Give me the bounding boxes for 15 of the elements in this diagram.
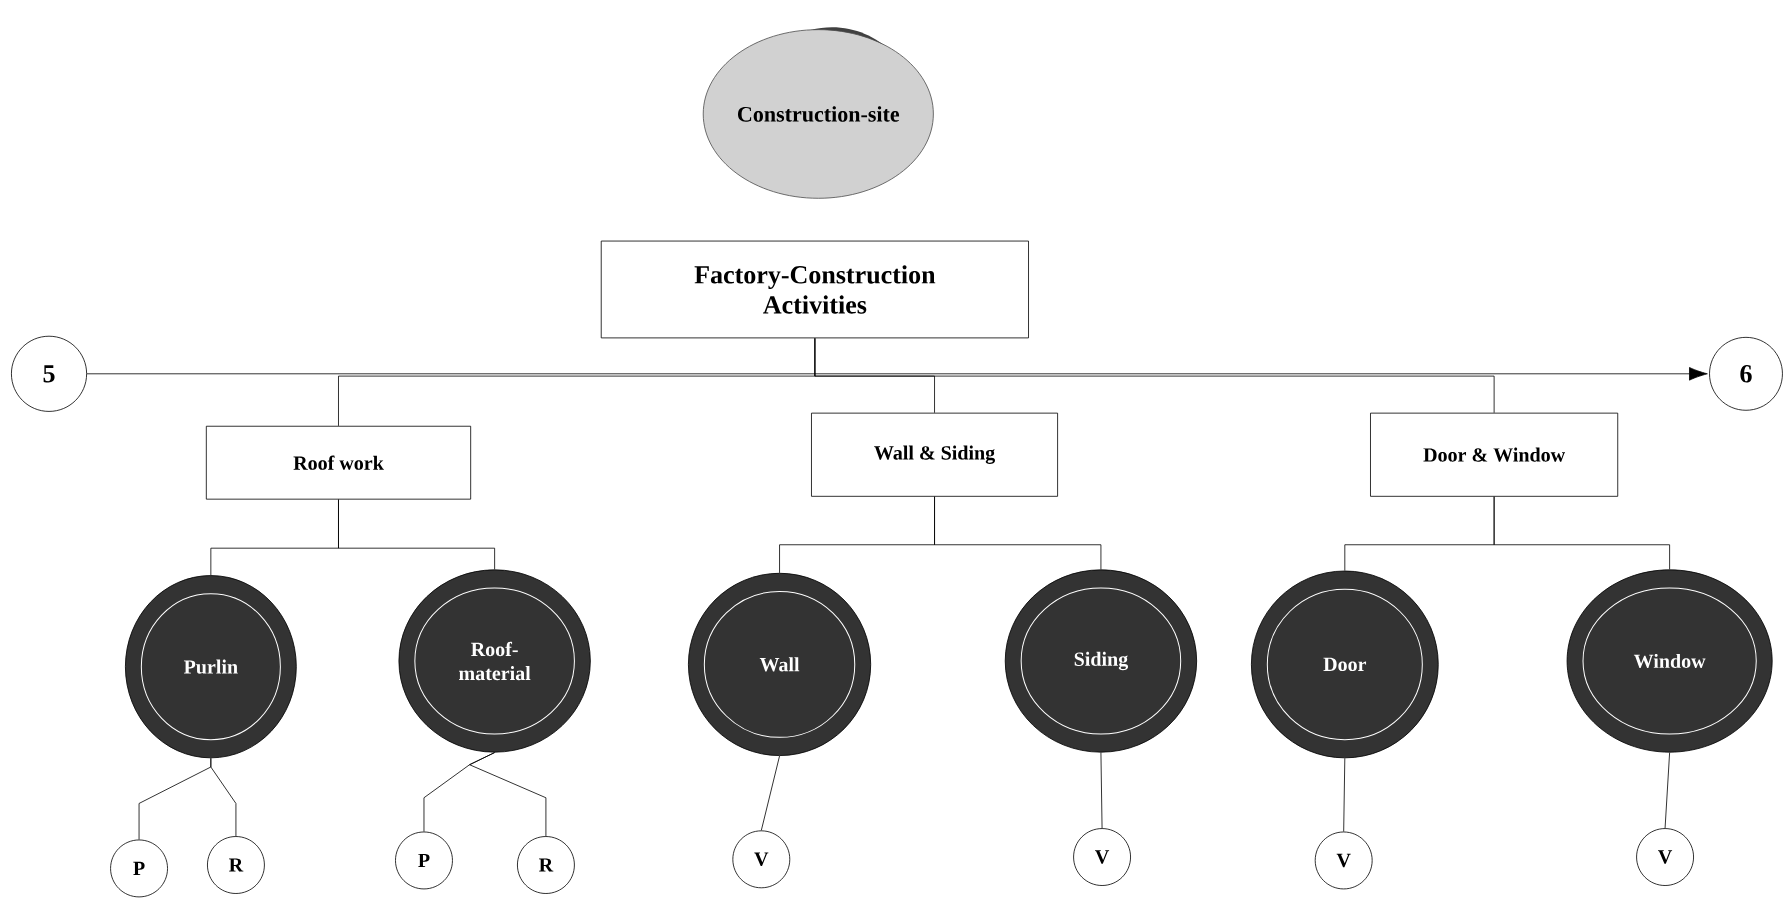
connector-line bbox=[210, 757, 237, 837]
activity-box: Factory-Construction Activities bbox=[600, 240, 1029, 339]
connector-line bbox=[86, 367, 1708, 381]
connector-line bbox=[1100, 752, 1103, 829]
activity-box: Door & Window bbox=[1370, 412, 1619, 497]
connector-line bbox=[934, 496, 1102, 570]
connector-line bbox=[1343, 757, 1346, 832]
connector-line bbox=[1664, 752, 1670, 829]
connector-line bbox=[338, 499, 496, 570]
activity-box: Roof work bbox=[205, 425, 472, 500]
activity-box: Wall & Siding bbox=[811, 412, 1058, 497]
connector-line bbox=[760, 755, 780, 831]
connector-line bbox=[1493, 496, 1670, 570]
connector-line bbox=[814, 337, 1495, 414]
connector-line bbox=[469, 752, 547, 837]
